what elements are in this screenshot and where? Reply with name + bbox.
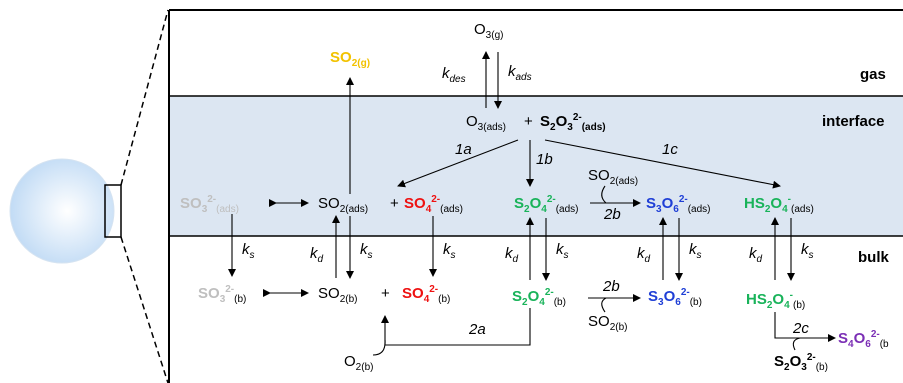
ks-so2: ks [360, 241, 373, 261]
so4-bulk: SO42-(b) [402, 284, 451, 305]
o2-bulk: O2(b) [344, 353, 374, 373]
droplet-icon [9, 158, 115, 264]
ks-so3: ks [242, 241, 255, 261]
reaction-1c: 1c [662, 141, 678, 158]
o3-gas: O3(g) [474, 21, 504, 41]
hs2o4-bulk: HS2O4-(b) [746, 290, 806, 311]
ks-hs2o4: ks [801, 241, 814, 261]
reaction-2b-bulk: 2b [603, 278, 620, 295]
ks-s3o6: ks [689, 241, 702, 261]
arrow-2c [774, 312, 836, 342]
o3-ads: O3(ads) [466, 113, 507, 133]
arrow-2b-bulk-feed [601, 297, 607, 313]
arrow-2a [381, 308, 531, 346]
plus-interface: + [390, 195, 399, 212]
kd-s3o6: kd [637, 245, 651, 265]
s2o3-bulk: S2O32-(b) [774, 352, 828, 373]
reaction-2a: 2a [469, 321, 486, 338]
s2o3-ads: S2O32-(ads) [540, 112, 606, 133]
kd-hs2o4: kd [749, 245, 763, 265]
arrow-1a [397, 139, 519, 188]
so3-ads: SO32-(ads) [180, 194, 239, 215]
kd-so2: kd [310, 245, 324, 265]
interface-band [169, 96, 903, 236]
zone-gas-label: gas [860, 66, 886, 83]
hs2o4-ads: HS2O4-(ads) [744, 194, 814, 215]
kads-label: kads [508, 63, 532, 83]
reaction-2c: 2c [793, 320, 809, 337]
ks-s2o4: ks [556, 241, 569, 261]
so2-bulk: SO2(b) [318, 285, 358, 305]
plus-bulk: + [381, 285, 390, 302]
reaction-2b-interface: 2b [604, 206, 621, 223]
so2-gas: SO2(g) [330, 49, 371, 69]
arrow-2b-ads-feed [601, 185, 607, 204]
so2-ads-reactant: SO2(ads) [588, 167, 639, 187]
arrow-2c-feed [792, 337, 801, 351]
arrow-2a-feed [372, 339, 386, 356]
zone-bulk-label: bulk [858, 249, 889, 266]
so4-ads: SO42-(ads) [404, 194, 463, 215]
kdes-label: kdes [442, 65, 466, 85]
plus-top: + [524, 113, 533, 130]
reaction-1a: 1a [455, 141, 472, 158]
so3-bulk: SO32-(b) [198, 284, 247, 305]
s2o4-bulk: S2O42-(b) [512, 287, 566, 308]
zoom-box [104, 184, 122, 238]
zoom-line-bottom [120, 236, 169, 383]
so2-bulk-reactant: SO2(b) [588, 313, 628, 333]
s2o4-ads: S2O42-(ads) [514, 194, 579, 215]
s3o6-ads: S3O62-(ads) [646, 194, 711, 215]
zoom-line-top [120, 9, 169, 186]
ks-so4: ks [443, 241, 456, 261]
so2-ads: SO2(ads) [318, 195, 369, 215]
s3o6-bulk: S3O62-(b) [648, 287, 702, 308]
kd-s2o4: kd [505, 245, 519, 265]
arrow-1c [544, 139, 781, 189]
s4o6-bulk: S4O62-(b [838, 329, 889, 350]
reaction-1b: 1b [536, 151, 553, 168]
zone-interface-label: interface [822, 113, 885, 130]
